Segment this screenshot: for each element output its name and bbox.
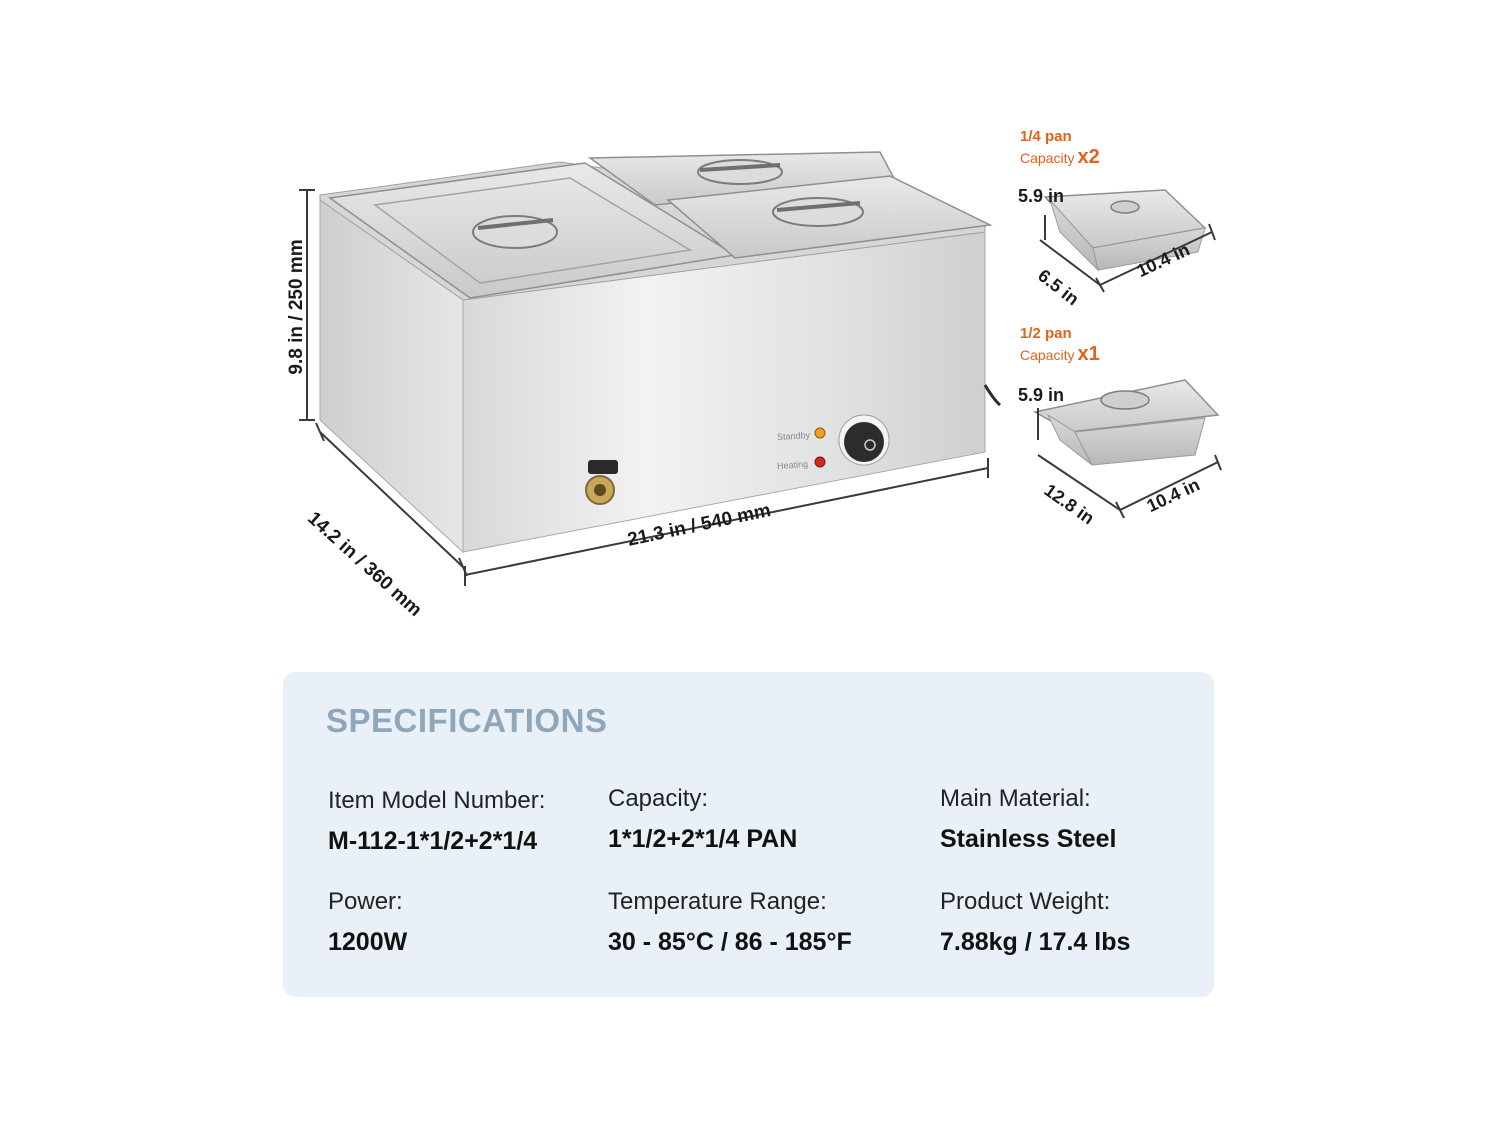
spec-item-temperature-range: Temperature Range: 30 - 85°C / 86 - 185°… (608, 888, 852, 957)
spec-label: Power: (328, 888, 403, 915)
quarter-pan-height-label: 5.9 in (1018, 186, 1065, 206)
height-dimension-label: 9.8 in / 250 mm (286, 239, 307, 375)
half-pan-capacity-label: Capacity (1020, 347, 1075, 363)
spec-value: 1*1/2+2*1/4 PAN (608, 825, 798, 853)
drain-valve-icon (585, 460, 618, 505)
spec-label: Item Model Number: (328, 787, 546, 814)
spec-value: Stainless Steel (940, 825, 1117, 853)
spec-value: M-112-1*1/2+2*1/4 (328, 827, 538, 855)
power-cord-icon (983, 384, 1001, 407)
height-dimension-line (299, 189, 315, 421)
heating-label: Heating (776, 458, 809, 472)
quarter-pan-dimension-lines (1039, 215, 1216, 293)
spec-item-product-weight: Product Weight: 7.88kg / 17.4 lbs (940, 888, 1130, 957)
quarter-pan-capacity-count: x2 (1077, 146, 1100, 168)
spec-value: 30 - 85°C / 86 - 185°F (608, 928, 852, 956)
spec-item-model-number: Item Model Number: M-112-1*1/2+2*1/4 (328, 787, 545, 856)
spec-item-main-material: Main Material: Stainless Steel (940, 785, 1116, 854)
heating-light-icon (814, 456, 826, 468)
width-dimension-line (464, 458, 989, 586)
spec-value: 7.88kg / 17.4 lbs (940, 928, 1131, 956)
half-pan-type-label: 1/2 pan (1020, 325, 1072, 342)
thermostat-knob-icon (838, 414, 890, 466)
quarter-pan-illustration (1043, 189, 1207, 272)
half-pan-lid-handle (472, 215, 558, 249)
half-pan-capacity-count: x1 (1077, 343, 1100, 365)
standby-light-icon (814, 427, 826, 439)
spec-value: 1200W (328, 928, 408, 956)
half-pan-height-label: 5.9 in (1018, 385, 1065, 405)
half-pan-dimension-lines (1037, 408, 1222, 519)
half-pan-illustration (1032, 379, 1220, 466)
food-warmer-illustration (299, 151, 1222, 586)
spec-label: Product Weight: (940, 888, 1111, 915)
spec-label: Temperature Range: (608, 888, 827, 915)
specifications-title: SPECIFICATIONS (326, 702, 608, 739)
spec-label: Main Material: (940, 785, 1091, 812)
spec-label: Capacity: (608, 785, 709, 812)
quarter-pan-type-label: 1/4 pan (1020, 128, 1072, 145)
spec-item-power: Power: 1200W (328, 888, 407, 957)
quarter-pan-capacity-label: Capacity (1020, 150, 1075, 166)
specifications-panel: SPECIFICATIONS Item Model Number: M-112-… (283, 672, 1214, 997)
spec-item-capacity: Capacity: 1*1/2+2*1/4 PAN (608, 785, 797, 854)
